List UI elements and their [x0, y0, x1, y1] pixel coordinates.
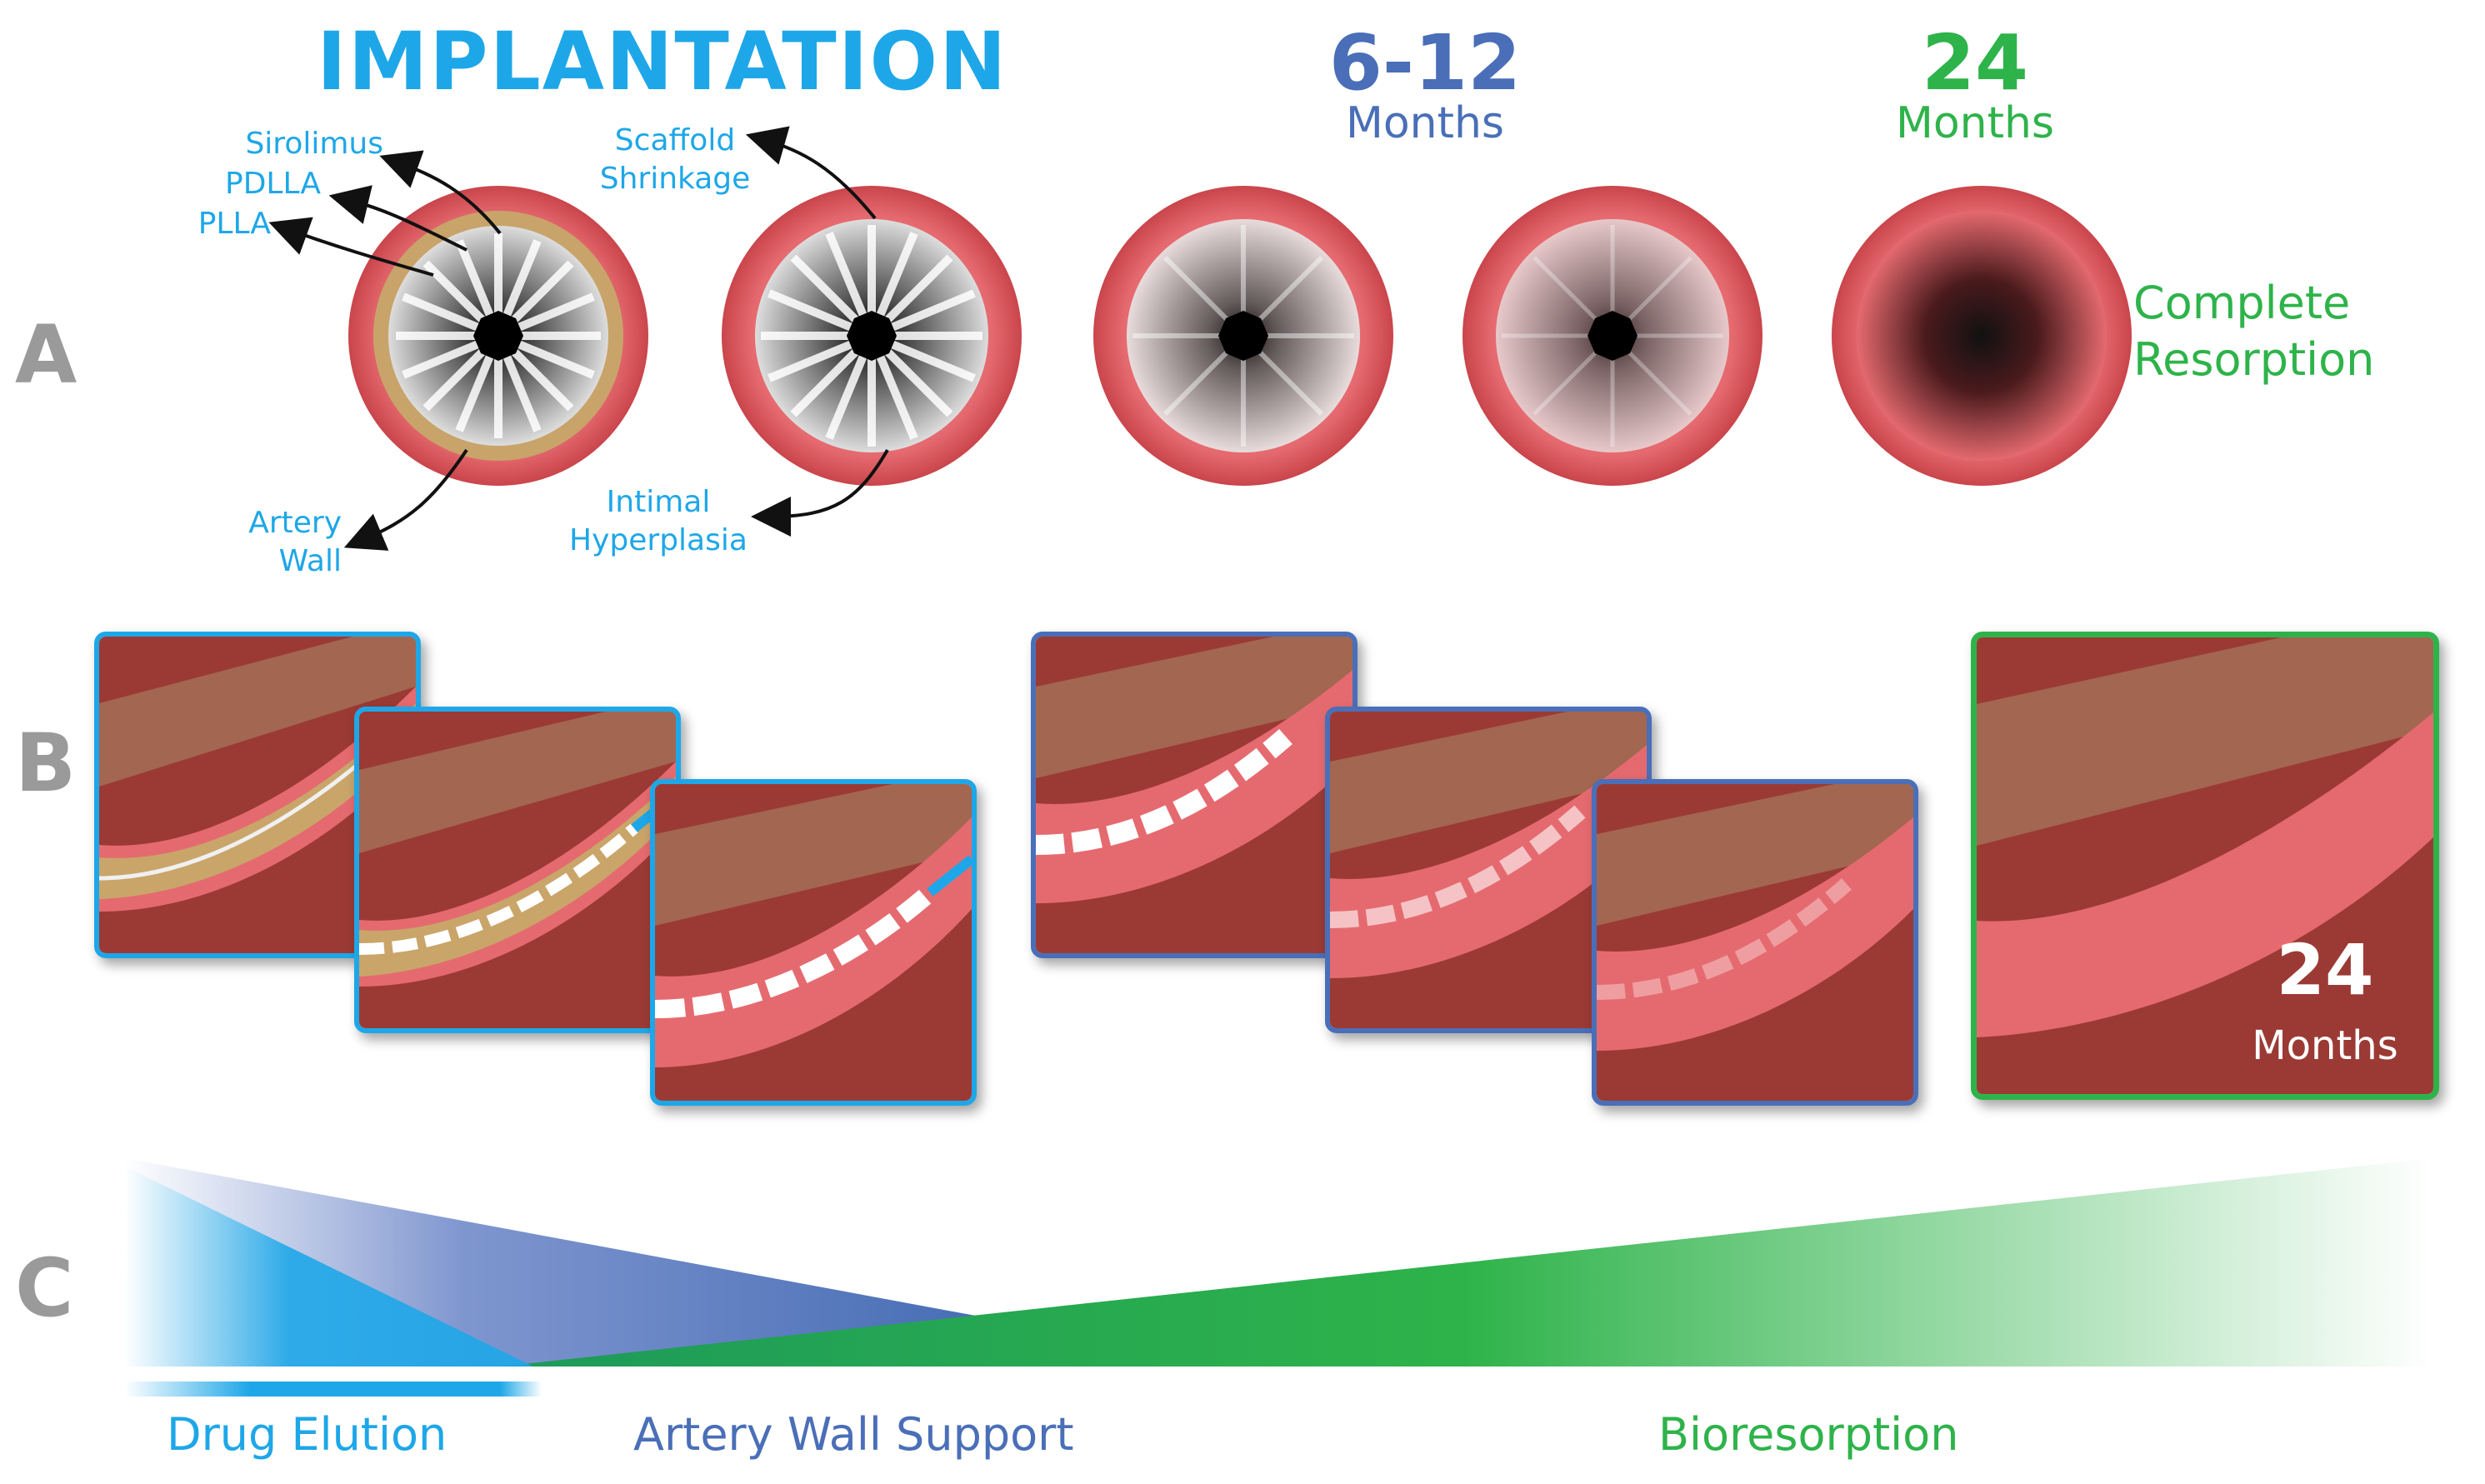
- artery-panel-illustration-icon: [1330, 712, 1647, 1028]
- artery-cross-section-4-icon: [1462, 186, 1762, 486]
- row-a-cross-sections: [268, 126, 2132, 551]
- panel-mid-1: [1031, 632, 1358, 958]
- panel-mid-2: [1325, 707, 1652, 1033]
- artery-cross-section-3-icon: [1093, 186, 1393, 486]
- artery-panel-illustration-icon: [359, 712, 676, 1028]
- header-24: 24: [1921, 18, 2029, 107]
- label-scaffold-line2: Shrinkage: [599, 162, 751, 196]
- artery-cross-section-5-icon: [1832, 186, 2132, 486]
- panel-mid-3: [1592, 779, 1918, 1106]
- artery-panel-illustration-icon: [1977, 637, 2433, 1094]
- label-artery-line2: Wall: [278, 544, 342, 578]
- panel-24-badge-unit: Months: [2252, 1022, 2398, 1069]
- row-letter-a: A: [15, 308, 78, 402]
- label-intimal-line1: Intimal: [606, 485, 711, 519]
- curved-arrows: [268, 126, 889, 551]
- label-complete-line1: Complete: [2133, 277, 2351, 329]
- panel-24-months: 24 Months: [1971, 632, 2439, 1100]
- artery-panel-illustration-icon: [1036, 637, 1352, 953]
- bioresorption-band: [500, 1158, 2433, 1367]
- label-plla: PLLA: [198, 207, 271, 241]
- drug-elution-bar: [125, 1382, 542, 1397]
- row-letter-c: C: [15, 1242, 74, 1335]
- panel-implant-2: [354, 707, 681, 1033]
- label-artery-line1: Artery: [248, 506, 342, 540]
- row-c-timeline: [125, 1158, 2433, 1397]
- panel-24-badge-number: 24: [2276, 929, 2374, 1011]
- row-letter-b: B: [15, 717, 77, 810]
- header-24-unit: Months: [1895, 98, 2055, 148]
- label-artery-wall-support: Artery Wall Support: [633, 1408, 1074, 1461]
- artery-panel-illustration-icon: [1597, 784, 1913, 1101]
- drug-elution-band: [125, 1167, 533, 1367]
- artery-panel-illustration-icon: [655, 784, 972, 1101]
- label-drug-elution: Drug Elution: [167, 1408, 448, 1461]
- label-complete-line2: Resorption: [2133, 333, 2375, 386]
- label-sirolimus: Sirolimus: [245, 127, 383, 161]
- header-6-12-unit: Months: [1345, 98, 1505, 148]
- header-implantation: IMPLANTATION: [317, 15, 1008, 108]
- artery-cross-section-2-icon: [722, 186, 1022, 486]
- header-6-12: 6-12: [1328, 18, 1522, 107]
- panel-implant-3: [650, 779, 977, 1106]
- artery-cross-section-1-icon: [348, 186, 648, 486]
- label-intimal-line2: Hyperplasia: [569, 523, 748, 557]
- label-pdlla: PDLLA: [225, 167, 321, 201]
- label-scaffold-line1: Scaffold: [614, 123, 736, 157]
- label-bioresorption: Bioresorption: [1658, 1408, 1959, 1461]
- label-complete-resorption: Complete Resorption: [2133, 275, 2374, 388]
